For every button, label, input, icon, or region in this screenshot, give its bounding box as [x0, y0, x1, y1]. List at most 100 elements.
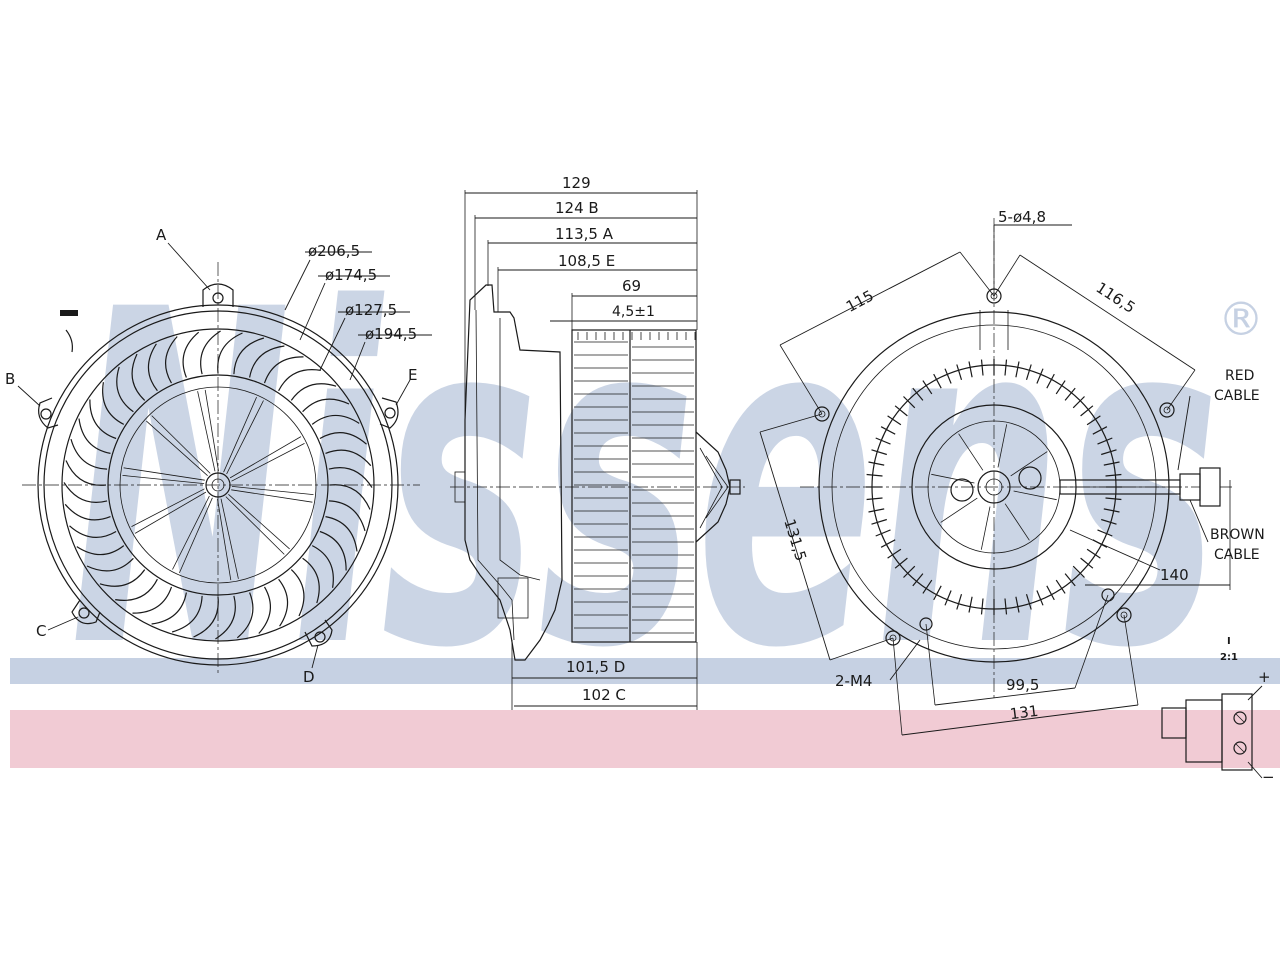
fan-blade: [329, 484, 371, 510]
brown-cable-label-2: CABLE: [1214, 547, 1260, 563]
dim-thread: 2-M4: [835, 672, 872, 690]
front-view: A B C D E ø206,5 ø174,5 ø127,5 ø194,5: [5, 226, 432, 686]
fan-blade: [311, 545, 334, 588]
rear-tick: [868, 461, 885, 466]
rear-tick: [1064, 573, 1076, 587]
hub-spoke-edge: [231, 489, 313, 503]
watermark-pink-band: [10, 710, 1280, 768]
fan-blade: [325, 516, 358, 552]
fan-blade: [165, 336, 178, 384]
registered-mark: ®: [1218, 292, 1264, 346]
red-cable-label-1: RED: [1225, 368, 1254, 384]
rear-dims: [759, 224, 1231, 736]
detail-minus: −: [1262, 768, 1275, 786]
housing-profile: [464, 284, 563, 661]
lug-c: [71, 599, 101, 625]
rear-tick: [944, 590, 952, 606]
red-cable-label-2: CABLE: [1214, 388, 1260, 404]
housing-inner-line: [475, 309, 515, 641]
motor-rib: [958, 433, 984, 471]
rear-tick: [956, 364, 963, 380]
fan-blade: [302, 398, 350, 413]
label-c: C: [36, 622, 46, 640]
rear-tick: [1086, 548, 1101, 559]
label-e: E: [408, 366, 417, 384]
rear-tick: [887, 415, 902, 426]
rear-tick: [933, 373, 942, 389]
detail-terminal-block: [1221, 693, 1253, 771]
fan-blade: [290, 569, 305, 617]
rear-tick: [968, 361, 973, 378]
side-bottom-dims: [511, 640, 698, 710]
motor-rib: [980, 506, 991, 550]
fan-blades: [63, 330, 373, 640]
dim-d206: ø206,5: [308, 242, 360, 260]
rear-tick: [1072, 565, 1085, 578]
rear-tick: [903, 396, 916, 409]
side-bracket: [497, 577, 529, 619]
motor-ribs: [931, 424, 1057, 550]
dim-d174: ø174,5: [325, 266, 377, 284]
rear-tick: [1046, 585, 1055, 601]
motor-brush-right: [1018, 466, 1042, 490]
rear-tick: [1004, 598, 1008, 615]
fan-blade: [302, 557, 320, 604]
rear-tick: [1105, 497, 1122, 501]
dim-holes: 5-ø4,8: [998, 208, 1046, 226]
side-stub: [454, 471, 466, 503]
rear-tick: [871, 449, 887, 456]
terminal-minus-icon: [1233, 741, 1247, 755]
fan-blade: [290, 383, 337, 401]
dim-129: 129: [562, 174, 591, 192]
rear-tick: [922, 380, 933, 395]
fan-blade: [131, 353, 146, 401]
fan-blade: [328, 500, 366, 532]
motor-cone-detail: [699, 447, 729, 529]
rear-tick: [944, 368, 952, 384]
dim-4-5: 4,5±1: [612, 304, 655, 320]
rear-tick: [1025, 594, 1032, 610]
hub-spoke: [223, 396, 257, 473]
dim-140: 140: [1160, 566, 1189, 584]
fan-blade: [319, 530, 347, 571]
wheel-outer-circle: [61, 328, 375, 642]
rear-tick: [968, 596, 973, 613]
fan-blade: [65, 460, 107, 486]
label-d: D: [303, 668, 315, 686]
rear-tick: [1064, 387, 1076, 401]
fan-blade: [217, 332, 243, 374]
hub-spoke-edge: [151, 415, 211, 474]
rear-tick: [1015, 596, 1020, 613]
rear-tick: [903, 565, 916, 578]
rear-tick: [1046, 373, 1055, 389]
housing-rib: [499, 318, 541, 581]
hub-spoke-edge: [225, 496, 285, 555]
fan-blade: [215, 595, 236, 640]
fan-blade: [278, 369, 321, 392]
rear-tick: [1036, 590, 1044, 606]
rear-tick: [1004, 359, 1008, 376]
hub-spoke: [122, 475, 205, 484]
hub-spoke-edge: [123, 467, 205, 481]
fan-blade: [116, 366, 134, 413]
fan-blade: [319, 432, 367, 445]
cable-assembly: [1059, 467, 1232, 507]
rear-tick: [933, 585, 942, 601]
rear-tick: [912, 573, 924, 587]
outer-housing-circle: [37, 304, 399, 666]
watermark-brand: Nissens: [70, 214, 1220, 749]
fan-blade: [311, 414, 360, 425]
rear-tick: [868, 508, 885, 513]
side-wheel: [571, 329, 697, 643]
fan-blade: [78, 418, 111, 454]
fan-blade: [151, 592, 187, 625]
fan-blade: [69, 525, 117, 538]
fan-blade: [132, 586, 173, 614]
rear-tick: [1097, 437, 1113, 445]
rear-tick: [866, 473, 883, 477]
side-view: 129 124 B 113,5 A 108,5 E 69 4,5±1 101,5…: [450, 174, 745, 710]
hub-spoke: [231, 486, 314, 495]
fan-blade: [63, 482, 108, 503]
dim-d127: ø127,5: [345, 301, 397, 319]
